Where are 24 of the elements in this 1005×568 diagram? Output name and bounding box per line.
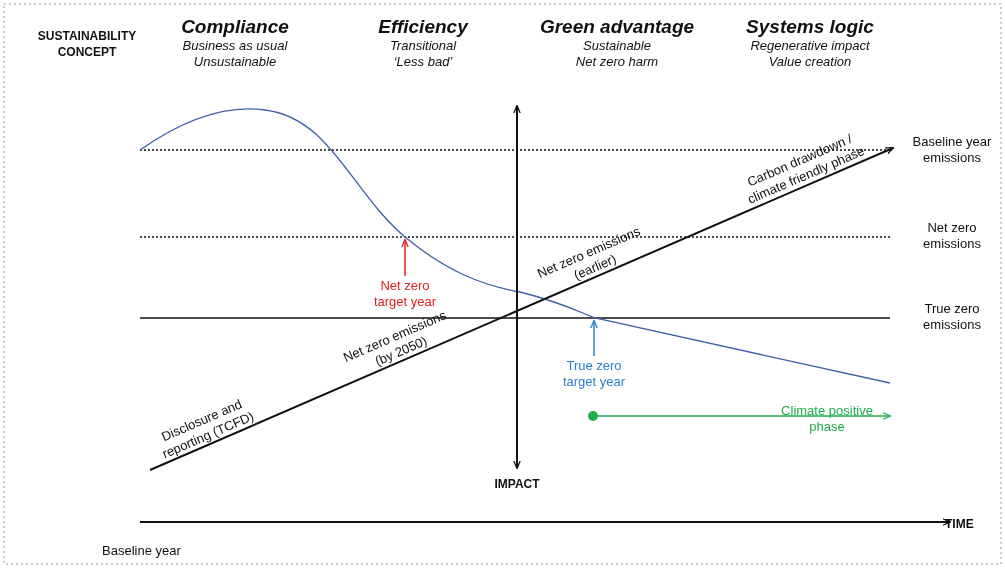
stage-description: Regenerative impact (750, 38, 870, 54)
axis-label: IMPACT (494, 476, 540, 492)
leader-arrow (401, 238, 409, 277)
leader-arrow (590, 319, 598, 357)
stage-description: Net zero harm (575, 54, 659, 70)
line-label: Baseline year emissions (911, 134, 993, 166)
stage-description: Unsustainable (193, 54, 277, 70)
stage-description: Business as usual (182, 38, 288, 54)
stage-heading: Green advantage (539, 16, 695, 38)
concept-heading: SUSTAINABILITY CONCEPT (36, 28, 138, 60)
annotation-text: Net zero target year (365, 278, 445, 310)
stage-description: Sustainable (583, 38, 651, 54)
annotation-text: True zero target year (554, 358, 634, 390)
stage-description: Value creation (768, 54, 852, 70)
stage-heading: Compliance (181, 16, 289, 38)
line-label: True zero emissions (922, 301, 982, 333)
axis-label: TIME (945, 516, 974, 532)
phase-label: Climate positive phase (780, 403, 874, 435)
stage-description: Transitional (389, 38, 457, 54)
stage-heading: Systems logic (746, 16, 874, 38)
line-label: Net zero emissions (922, 220, 982, 252)
stage-description: ‘Less bad’ (393, 54, 453, 70)
axis-label: Baseline year (102, 543, 181, 559)
stage-heading: Efficiency (378, 16, 468, 38)
